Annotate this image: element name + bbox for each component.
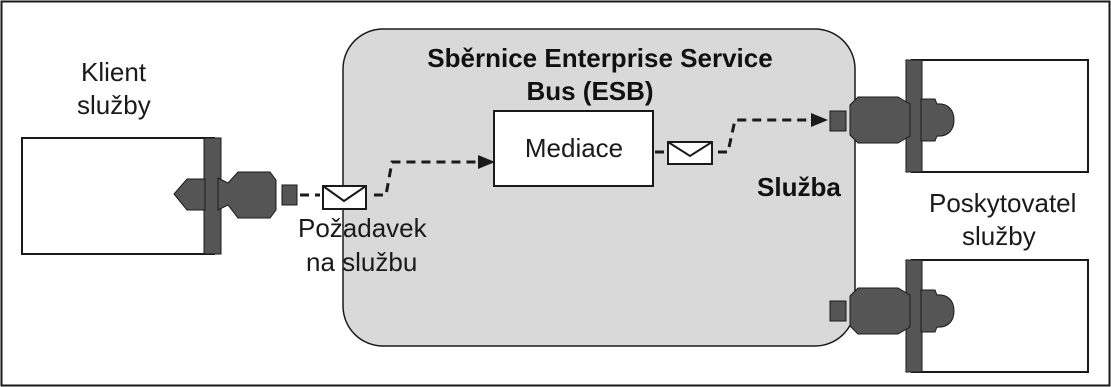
- provider-connector-bottom: [849, 287, 955, 335]
- provider-label: Poskytovatel: [929, 188, 1076, 218]
- provider-plug-bottom: [829, 300, 847, 322]
- provider-label-line2: služby: [962, 221, 1036, 251]
- client-node: Klient služby: [21, 57, 298, 255]
- request-label-line2: na službu: [306, 247, 417, 277]
- client-plug: [281, 184, 298, 206]
- mediation-flow-arrowhead: [811, 113, 828, 127]
- client-label: Klient: [81, 57, 147, 87]
- provider-node-bottom: [829, 259, 1089, 373]
- mediation-flow-line: [655, 118, 812, 154]
- esb-title: Sběrnice Enterprise Service: [427, 43, 772, 73]
- request-label: Požadavek: [298, 213, 428, 243]
- provider-node-top: [829, 59, 1089, 173]
- provider-connector-top: [849, 96, 955, 144]
- request-message-envelope-icon: [322, 185, 367, 210]
- client-label-line2: služby: [77, 90, 151, 120]
- mediation-box: [493, 110, 654, 187]
- mediation-message-envelope-icon: [667, 141, 713, 165]
- request-flow-arrowhead: [478, 155, 495, 169]
- client-connector-shape: [173, 171, 277, 219]
- esb-title-line2: Bus (ESB): [526, 76, 653, 106]
- request-flow-line: [300, 160, 478, 197]
- mediation-label: Mediace: [525, 133, 623, 163]
- service-label: Služba: [757, 172, 841, 202]
- provider-plug-top: [829, 110, 847, 132]
